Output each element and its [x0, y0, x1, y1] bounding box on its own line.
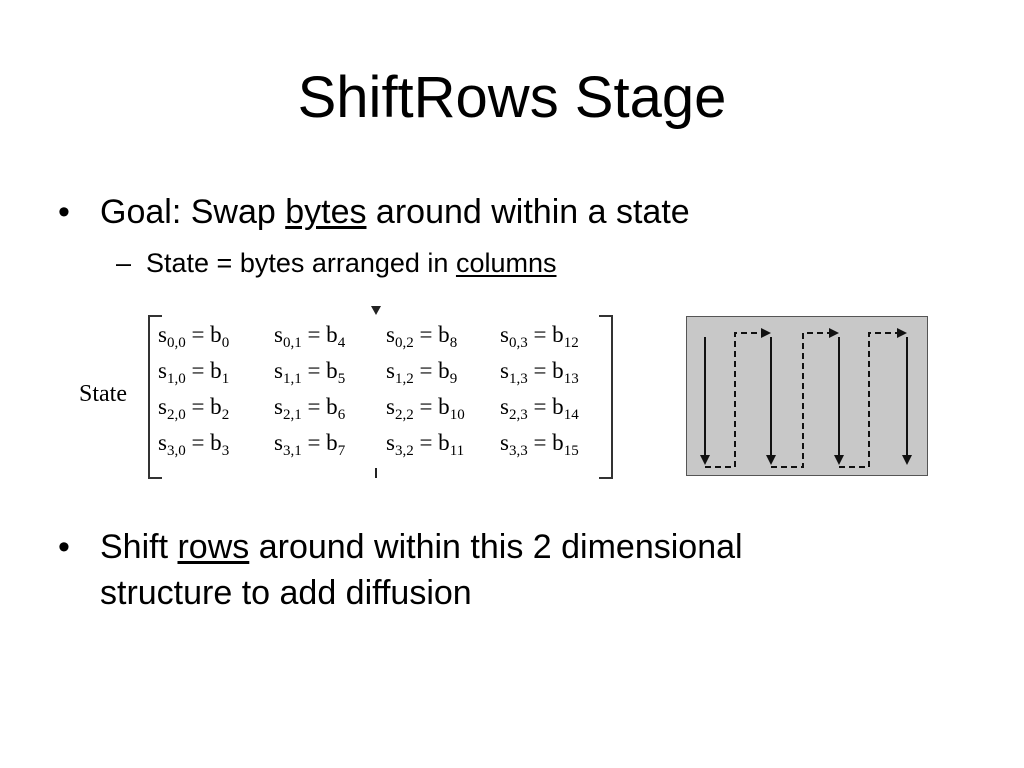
matrix-cell: s1,2 = b9	[386, 358, 458, 387]
column-order-arrows	[700, 328, 912, 468]
bullet-text-pre: Goal: Swap	[100, 193, 286, 231]
state-label: State	[79, 381, 127, 407]
sub-bullet-text-pre: State = bytes arranged in	[146, 248, 456, 278]
matrix-cell: s3,2 = b11	[386, 430, 465, 459]
column-order-diagram	[686, 316, 928, 476]
matrix-right-bracket	[599, 315, 613, 479]
matrix-cell: s0,1 = b4	[274, 322, 346, 351]
matrix-cell: s0,0 = b0	[158, 322, 230, 351]
matrix-cell: s2,2 = b10	[386, 394, 465, 423]
state-matrix: s0,0 = b0 s0,1 = b4 s0,2 = b8 s0,3 = b12 s1,…	[148, 315, 613, 479]
matrix-cell: s2,1 = b6	[274, 394, 346, 423]
matrix-cell: s0,3 = b12	[500, 322, 579, 351]
bullet-text-line2: structure to add diffusion	[100, 574, 472, 612]
dashed-transition-1	[705, 328, 771, 468]
dashed-transition-2	[771, 328, 839, 468]
slide-title: ShiftRows Stage	[297, 65, 727, 130]
sub-bullet-dash: –	[116, 248, 132, 278]
bullet-text-pre: Shift	[100, 528, 178, 566]
matrix-cell: s3,0 = b3	[158, 430, 230, 459]
matrix-cell: s0,2 = b8	[386, 322, 458, 351]
matrix-cell: s3,1 = b7	[274, 430, 346, 459]
bullet-dot: •	[58, 528, 70, 566]
bullet-text: Shift rows around within this 2 dimensio…	[100, 524, 743, 616]
matrix-cell: s2,3 = b14	[500, 394, 579, 423]
bullet-text: Goal: Swap bytes around within a state	[100, 189, 690, 235]
bullet-underlined-word: rows	[177, 528, 250, 566]
sub-bullet-underlined-word: columns	[455, 248, 557, 278]
bullet-text-post: around within a state	[366, 193, 690, 231]
matrix-cell: s1,1 = b5	[274, 358, 346, 387]
matrix-cell: s2,0 = b2	[158, 394, 230, 423]
dashed-transition-3	[839, 328, 907, 468]
matrix-cell: s3,3 = b15	[500, 430, 579, 459]
bullet-dot: •	[58, 193, 70, 231]
matrix-cell: s1,0 = b1	[158, 358, 230, 387]
matrix-left-bracket	[148, 315, 162, 479]
column-marker-arrow	[371, 306, 381, 315]
bullet-underlined-word: bytes	[285, 193, 367, 231]
bullet-text-post: around within this 2 dimensional	[249, 528, 743, 566]
matrix-cell: s1,3 = b13	[500, 358, 579, 387]
sub-bullet-text: State = bytes arranged in columns	[146, 243, 557, 283]
